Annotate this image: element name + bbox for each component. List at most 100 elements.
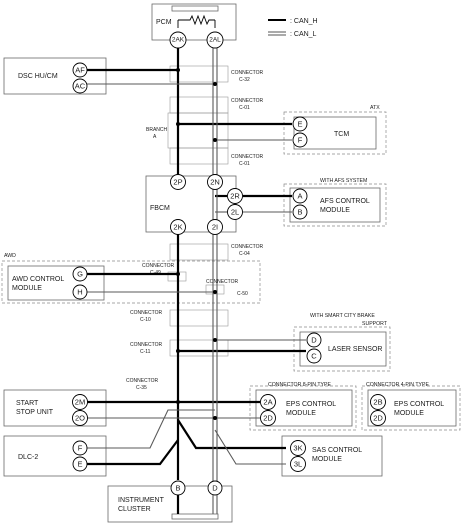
- c10-word: CONNECTOR: [130, 310, 163, 316]
- pin-laser-can-h: C: [306, 348, 322, 364]
- junction-dot: [213, 82, 217, 86]
- eps4-group-label: CONNECTOR 4-PIN TYPE: [366, 382, 429, 388]
- pin-fbcm-afs-can-h: 2R: [227, 188, 243, 204]
- can-l-dlc: [86, 409, 215, 449]
- pin-dsc-can-l: AC: [72, 78, 88, 94]
- c10-id: C-10: [140, 317, 151, 323]
- connector-c04-box: [169, 243, 229, 261]
- pin-fbcm-bottom-can-l: 2I: [207, 219, 223, 235]
- pin-eps8-can-l: 2D: [260, 410, 276, 426]
- eps4-label-1: EPS CONTROL: [394, 401, 444, 408]
- fbcm-label: FBCM: [150, 205, 170, 212]
- svg-text:B: B: [175, 484, 180, 493]
- junction-dot: [176, 272, 180, 276]
- atx-group-label: ATX: [370, 105, 380, 111]
- laser-label: LASER SENSOR: [328, 346, 382, 353]
- pin-start-stop-can-l: 2O: [72, 410, 88, 426]
- eps8-label-2: MODULE: [286, 410, 316, 417]
- c49-word: CONNECTOR: [142, 263, 175, 269]
- eps4-label-2: MODULE: [394, 410, 424, 417]
- can-l-sas: [214, 429, 286, 465]
- junction-dot: [213, 338, 217, 342]
- afs-group-box: [283, 183, 387, 227]
- can-h-wires: [86, 47, 306, 514]
- c04-word: CONNECTOR: [231, 244, 264, 250]
- pin-laser-can-l: D: [306, 332, 322, 348]
- svg-text:2R: 2R: [230, 192, 240, 201]
- connector-c32-box: [169, 65, 229, 83]
- pin-tcm-can-l: F: [292, 132, 308, 148]
- c11-word: CONNECTOR: [130, 342, 163, 348]
- connector-labels: CONNECTOR C-32 CONNECTOR C-01 BRANCH A C…: [126, 70, 264, 391]
- pin-eps8-can-h: 2A: [260, 394, 276, 410]
- dlc-label: DLC-2: [18, 454, 38, 461]
- pin-afs-can-l: B: [292, 204, 308, 220]
- svg-text:A: A: [297, 192, 302, 201]
- tcm-box: [293, 116, 377, 150]
- legend: : CAN_H : CAN_L: [268, 18, 318, 38]
- junction-dot: [176, 349, 180, 353]
- svg-text:E: E: [77, 460, 82, 469]
- scbs-group-label-2: SUPPORT: [362, 321, 388, 327]
- pin-afs-can-h: A: [292, 188, 308, 204]
- pin-dlc-can-h: E: [72, 456, 88, 472]
- legend-can-h-label: : CAN_H: [290, 18, 318, 25]
- can-h-sas: [177, 419, 286, 450]
- c11-id: C-11: [140, 349, 151, 355]
- tcm-label: TCM: [334, 131, 349, 138]
- pin-eps4-can-h: 2B: [370, 394, 386, 410]
- pin-pcm-can-l: 2AL: [206, 31, 224, 49]
- c35-word: CONNECTOR: [126, 378, 159, 384]
- svg-text:B: B: [297, 208, 302, 217]
- cluster-label-2: CLUSTER: [118, 506, 151, 513]
- junction-dot: [213, 416, 217, 420]
- can-l-wires: [86, 47, 306, 514]
- svg-text:G: G: [77, 270, 83, 279]
- svg-text:AC: AC: [75, 82, 86, 91]
- pin-fbcm-top-can-l: 2N: [207, 174, 223, 190]
- c01a-word: CONNECTOR: [231, 98, 264, 104]
- svg-text:E: E: [297, 120, 302, 129]
- pin-cluster-can-h: B: [170, 480, 186, 496]
- svg-text:D: D: [311, 336, 317, 345]
- pin-fbcm-top-can-h: 2P: [170, 174, 186, 190]
- svg-text:3L: 3L: [294, 460, 302, 469]
- option-groups: ATX WITH AFS SYSTEM AWD WITH SMART CITY …: [1, 105, 461, 431]
- pin-tcm-can-h: E: [292, 116, 308, 132]
- c32-id: C-32: [239, 77, 250, 83]
- pin-eps4-can-l: 2D: [370, 410, 386, 426]
- pin-pcm-can-h: 2AK: [169, 31, 187, 49]
- start-stop-label-1: START: [16, 400, 39, 407]
- svg-text:2D: 2D: [373, 414, 383, 423]
- pins: 2AK 2AL AF AC E F 2P 2N 2K 2I 2R 2L A B …: [72, 31, 386, 496]
- dsc-box: [3, 57, 107, 95]
- pin-fbcm-afs-can-l: 2L: [227, 204, 243, 220]
- pin-dlc-can-l: F: [72, 440, 88, 456]
- pin-start-stop-can-h: 2M: [72, 394, 88, 410]
- svg-text:2A: 2A: [263, 398, 272, 407]
- sas-label-1: SAS CONTROL: [312, 447, 362, 454]
- atx-group-box: [283, 111, 387, 155]
- c01a-id: C-01: [239, 105, 250, 111]
- junction-dots: [176, 68, 217, 420]
- eps8-group-label: CONNECTOR 8-PIN TYPE: [268, 382, 331, 388]
- cluster-label-1: INSTRUMENT: [118, 497, 165, 504]
- awd-group-label: AWD: [4, 253, 16, 259]
- c35-id: C-35: [136, 385, 147, 391]
- eps8-group-box: [249, 385, 357, 431]
- pin-awd-can-h: G: [72, 266, 88, 282]
- modules: PCM DSC HU/CM TCM FBCM AFS CONTROL MODUL…: [3, 3, 457, 523]
- svg-text:2B: 2B: [373, 398, 382, 407]
- svg-text:2M: 2M: [75, 398, 85, 407]
- can-h-dlc: [86, 439, 179, 466]
- junction-dot: [176, 122, 180, 126]
- legend-can-l-label: : CAN_L: [290, 31, 317, 38]
- svg-text:C: C: [311, 352, 317, 361]
- dlc-box: [3, 435, 107, 477]
- junction-dot: [176, 400, 180, 404]
- afs-label-2: MODULE: [320, 207, 350, 214]
- pin-awd-can-l: H: [72, 284, 88, 300]
- c01b-word: CONNECTOR: [231, 154, 264, 160]
- connector-boxes: [167, 65, 229, 357]
